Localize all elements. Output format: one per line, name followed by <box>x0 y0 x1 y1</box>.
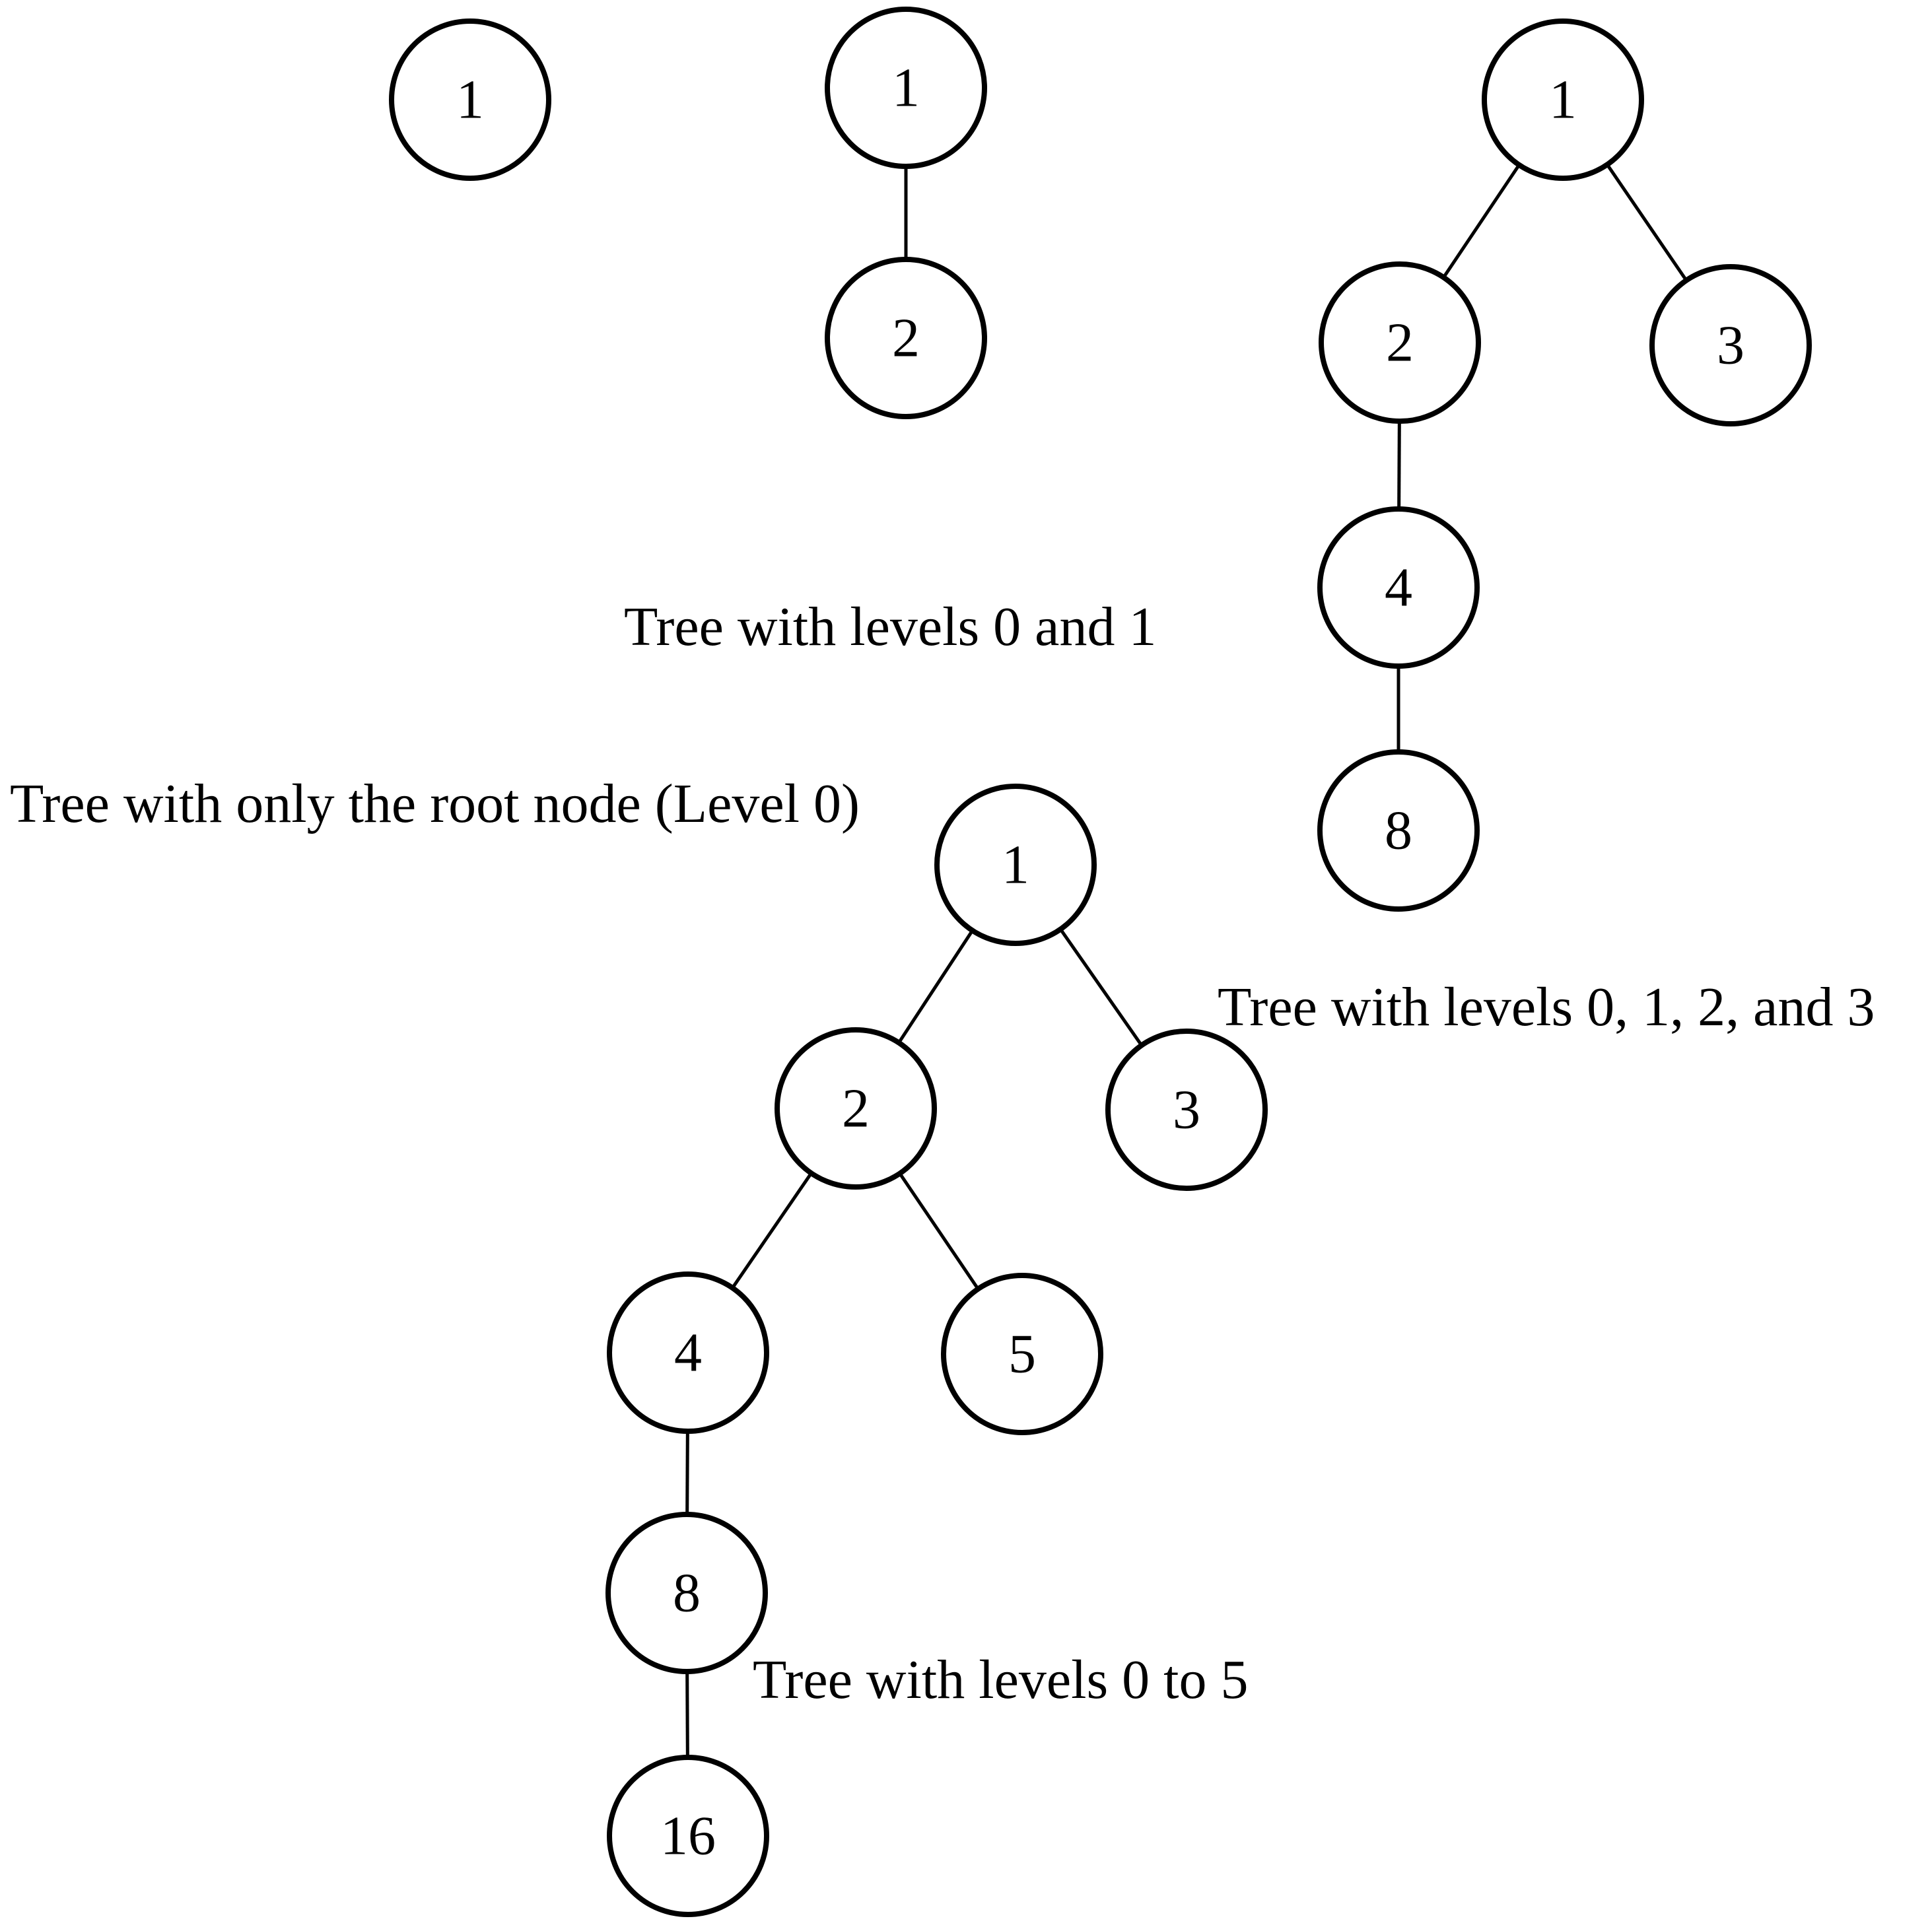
tree-node-1 <box>389 18 551 181</box>
tree-node-label-1: 1 <box>892 57 920 119</box>
caption-tree-level-0: Tree with only the root node (Level 0) <box>10 773 860 834</box>
tree-node-label-5: 5 <box>1008 1324 1036 1385</box>
tree-node-1 <box>1482 18 1644 181</box>
tree-node-label-3: 3 <box>1717 315 1744 376</box>
tree-levels-0-1-2-3: 1 2 3 4 8 <box>1317 18 1812 912</box>
tree-node-label-2: 2 <box>842 1078 870 1139</box>
tree-node-8 <box>1317 749 1480 912</box>
tree-node-2 <box>1319 261 1481 424</box>
tree-node-2 <box>775 1027 937 1190</box>
tree-node-1 <box>934 784 1097 946</box>
tree-node-8 <box>605 1512 768 1674</box>
tree-node-3 <box>1649 264 1812 426</box>
tree-node-label-3: 3 <box>1173 1079 1200 1141</box>
tree-node-label-1: 1 <box>456 69 484 131</box>
tree-node-label-8: 8 <box>1385 800 1412 862</box>
tree-node-label-16: 16 <box>660 1806 716 1867</box>
tree-node-4 <box>1317 506 1480 669</box>
caption-tree-levels-0-1: Tree with levels 0 and 1 <box>624 596 1156 658</box>
tree-node-label-4: 4 <box>1385 557 1412 619</box>
tree-node-label-4: 4 <box>674 1322 702 1384</box>
tree-node-label-2: 2 <box>1386 312 1414 374</box>
tree-levels-0-1: 12 <box>825 7 987 419</box>
tree-level-0: 1 <box>389 18 551 181</box>
tree-node-label-1: 1 <box>1002 834 1029 896</box>
caption-tree-levels-0-to-5: Tree with levels 0 to 5 <box>753 1649 1249 1710</box>
tree-node-5 <box>941 1273 1103 1435</box>
tree-node-4 <box>607 1271 769 1434</box>
tree-node-16 <box>607 1755 769 1917</box>
tree-node-1 <box>825 7 987 169</box>
tree-node-label-8: 8 <box>673 1563 701 1624</box>
tree-levels-0-to-5: 1 2 3 4 5 8 16 <box>605 784 1268 1917</box>
tree-node-label-1: 1 <box>1549 69 1577 131</box>
caption-tree-levels-0-1-2-3: Tree with levels 0, 1, 2, and 3 <box>1218 976 1875 1038</box>
tree-node-3 <box>1105 1029 1268 1191</box>
tree-node-2 <box>825 257 987 419</box>
tree-node-label-2: 2 <box>892 308 920 369</box>
